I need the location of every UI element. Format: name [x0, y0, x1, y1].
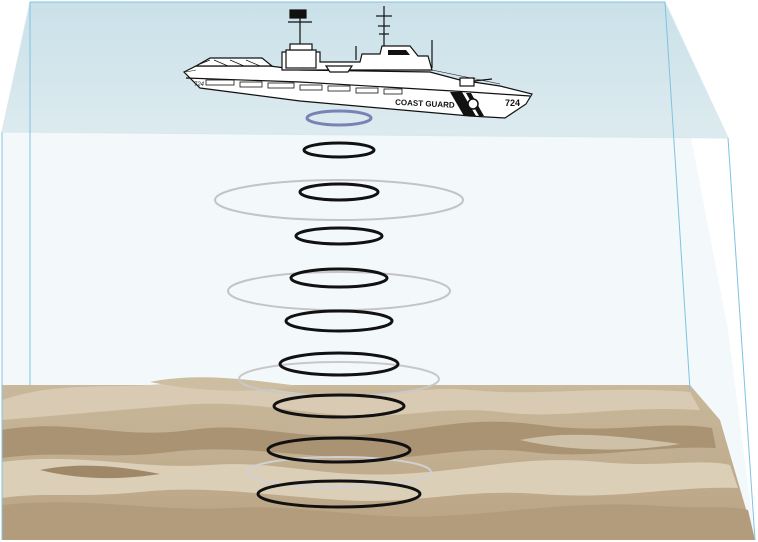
ship-aft-hatching [199, 59, 261, 67]
ring-dark-5 [284, 309, 394, 333]
seafloor-dune-3 [2, 458, 738, 501]
ship-rails [185, 69, 501, 85]
ring-surface [305, 109, 373, 127]
ring-dark-9 [256, 479, 422, 509]
ring-dark-4 [289, 267, 389, 289]
seafloor-base [2, 385, 755, 540]
ring-grey-4 [246, 456, 432, 488]
ship-deck-gun [459, 77, 475, 87]
seafloor-dune-6 [520, 434, 680, 450]
ship-bow-number: 724 [194, 82, 205, 88]
ring-dark-6 [278, 351, 400, 377]
ship-stack-top [289, 43, 313, 51]
ring-dark-1 [302, 141, 376, 159]
ship-hull [182, 65, 533, 119]
ring-dark-2 [298, 182, 380, 202]
ship-racing-stripe [450, 92, 476, 116]
ship-hull-number: 724 [505, 98, 520, 108]
ship-gun-barrel [473, 78, 493, 82]
coast-guard-cutter: COAST GUARD 724 724 [182, 6, 533, 119]
ring-dark-7 [272, 393, 406, 419]
seafloor-dune-2 [2, 421, 716, 459]
ship-stack [285, 49, 317, 69]
ship-emblem-icon [467, 98, 479, 110]
sonar-rings [214, 109, 464, 509]
seafloor-dune-5 [150, 377, 300, 391]
edge-right-back [664, 1, 691, 391]
ship-deck-line [185, 77, 531, 97]
seafloor-dune-1 [2, 381, 700, 420]
ship-bridge-windows [388, 50, 410, 55]
seafloor-dune-4 [2, 502, 755, 540]
seafloor-dune-7 [40, 465, 160, 479]
ring-grey-1 [214, 179, 464, 221]
ship-hull-text: COAST GUARD [395, 98, 455, 110]
ship-radar-aft [289, 9, 307, 19]
ring-dark-3 [294, 226, 384, 246]
ship-windows [205, 79, 403, 95]
edge-right-front [727, 137, 756, 541]
ship-small-boat [324, 65, 354, 73]
ring-dark-8 [266, 436, 412, 464]
seafloor [2, 377, 755, 540]
